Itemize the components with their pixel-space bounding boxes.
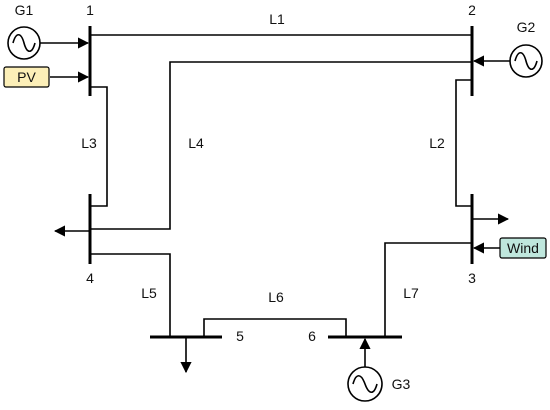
line-l7 [384, 242, 472, 337]
pv-source-box [3, 66, 50, 88]
sine-wave-icon [12, 33, 36, 53]
generator-g1-label: G1 [15, 2, 34, 18]
line-l4 [90, 61, 472, 230]
line-l2-label: L2 [429, 135, 445, 151]
line-l5 [90, 253, 171, 337]
sine-wave-icon [514, 51, 538, 71]
generator-g2-label: G2 [517, 19, 536, 35]
pv-source-label: PV [17, 69, 36, 85]
bus-6-label: 6 [308, 328, 316, 344]
generator-g3-label: G3 [392, 376, 411, 392]
bus-1-label: 1 [86, 2, 94, 18]
bus-3-label: 3 [468, 270, 476, 286]
line-l1-label: L1 [269, 11, 285, 27]
line-l6-label: L6 [268, 289, 284, 305]
bus-4-label: 4 [86, 270, 94, 286]
line-l4-label: L4 [188, 135, 204, 151]
line-l2 [455, 79, 472, 207]
bus-5-label: 5 [236, 328, 244, 344]
line-l5-label: L5 [141, 285, 157, 301]
wind-source-label: Wind [507, 240, 539, 256]
line-l3-label: L3 [81, 135, 97, 151]
line-l7-label: L7 [403, 285, 419, 301]
bus-2-label: 2 [468, 2, 476, 18]
sine-wave-icon [352, 374, 378, 394]
line-l3 [90, 86, 108, 207]
line-l6 [203, 318, 347, 337]
